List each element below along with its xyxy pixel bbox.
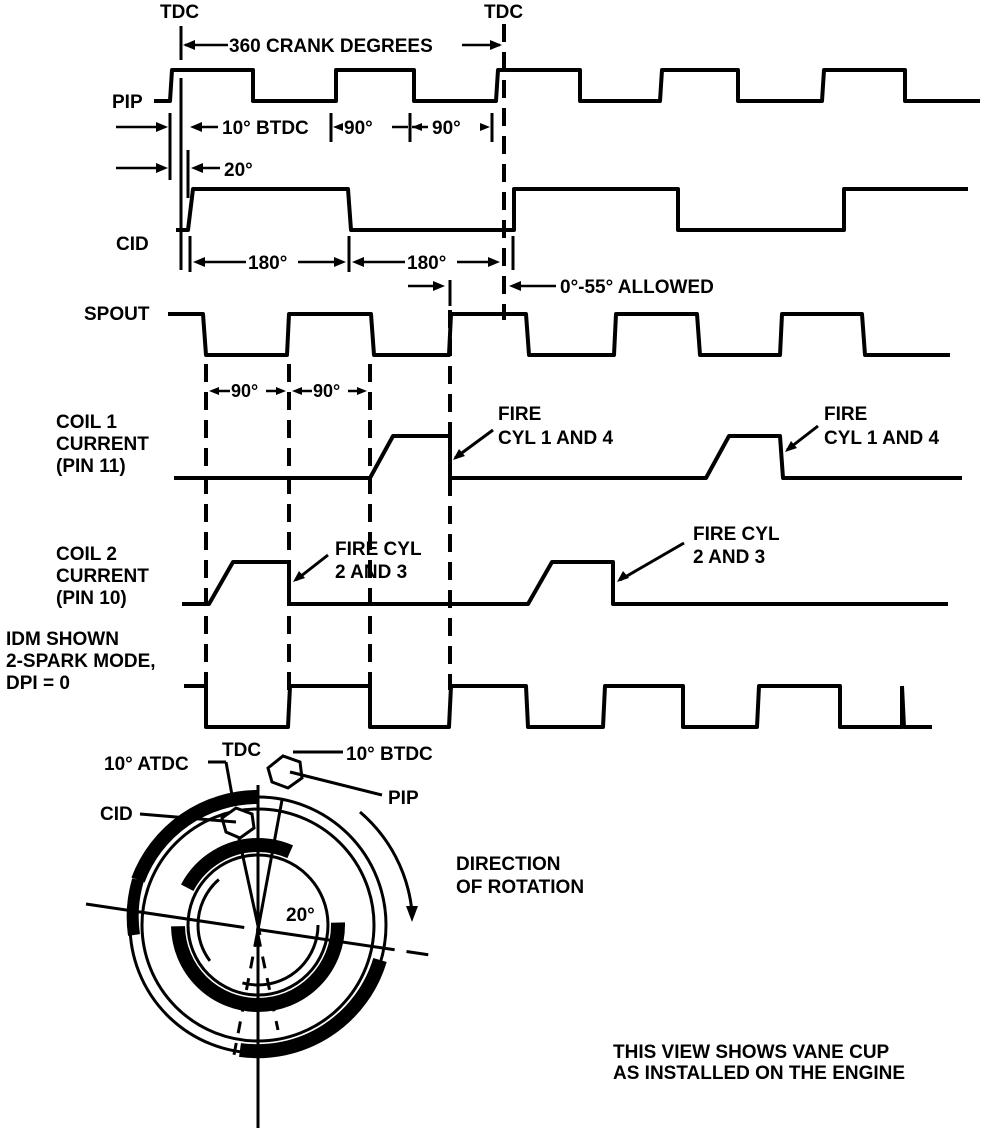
arrow-right-icon	[334, 257, 346, 267]
fire14a-line1: FIRE	[498, 404, 541, 425]
pip-waveform	[154, 68, 980, 103]
arrow-right-icon	[433, 281, 445, 291]
arrow-right-icon	[276, 387, 286, 395]
arrow-left-icon	[193, 257, 205, 267]
cid-label: CID	[116, 234, 149, 255]
spout-waveform	[168, 312, 950, 357]
vane-btdc-label: 10° BTDC	[346, 744, 433, 765]
pip-leader	[289, 770, 383, 797]
twenty-label: 20°	[224, 160, 253, 181]
fire14b-line1: FIRE	[824, 404, 867, 425]
arrow-left-icon	[509, 281, 521, 291]
rotation-arc	[359, 810, 414, 913]
fire23a-line2: 2 AND 3	[335, 562, 407, 583]
one-eighty-b-label: 180°	[407, 253, 446, 274]
vane-pip-label: PIP	[388, 788, 419, 809]
arrow-icon	[453, 449, 465, 460]
arrow-left-icon	[209, 387, 219, 395]
arrow-left-icon	[333, 123, 343, 131]
fire23b-leader	[619, 541, 685, 582]
idm-label-line2: 2-SPARK MODE,	[6, 651, 156, 672]
btdc-dashed-line	[256, 934, 280, 1031]
ninety-b-label: 90°	[432, 118, 461, 139]
tdc-label-right: TDC	[484, 2, 523, 23]
outer-vane-arc-1	[131, 789, 259, 883]
coil2-label-line3: (PIN 10)	[56, 588, 127, 609]
coil1-label-line3: (PIN 11)	[56, 456, 126, 477]
arrow-right-icon	[156, 122, 168, 132]
vane-cup-view	[85, 754, 431, 1128]
idm-waveform	[184, 684, 932, 729]
arrow-icon	[293, 571, 305, 582]
arrow-left-icon	[352, 257, 364, 267]
vane-tdc-label: TDC	[222, 740, 261, 761]
spout-ninety-a-label: 90°	[231, 381, 258, 401]
atdc-leader-v	[224, 761, 234, 796]
direction-line2: OF ROTATION	[456, 877, 584, 898]
coil2-label-line2: CURRENT	[56, 566, 149, 587]
idm-label-line1: IDM SHOWN	[6, 629, 119, 650]
arrow-right-icon	[480, 123, 490, 131]
note-line2: AS INSTALLED ON THE ENGINE	[613, 1063, 905, 1084]
fire23b-line2: 2 AND 3	[693, 547, 765, 568]
btdc-line	[255, 799, 284, 936]
cid-leader	[139, 812, 237, 824]
arrow-icon	[617, 571, 629, 582]
coil1-label-line2: CURRENT	[56, 434, 149, 455]
cid-sensor-icon	[220, 806, 256, 840]
idm-label-line3: DPI = 0	[6, 673, 70, 694]
one-eighty-a-label: 180°	[248, 253, 287, 274]
spout-label: SPOUT	[84, 304, 150, 325]
fire14b-line2: CYL 1 AND 4	[824, 428, 940, 449]
arrow-right-icon	[488, 257, 500, 267]
arrow-left-icon	[183, 40, 195, 50]
arrow-right-icon	[357, 387, 367, 395]
arrow-left-icon	[412, 123, 422, 131]
outer-vane-arc-2	[126, 878, 144, 936]
coil1-label-line1: COIL 1	[56, 412, 117, 433]
atdc-label: 10° ATDC	[104, 754, 189, 775]
btdc-label: 10° BTDC	[222, 118, 309, 139]
coil2-waveform	[182, 560, 948, 606]
ninety-a-label: 90°	[344, 118, 373, 139]
coil2-label-line1: COIL 2	[56, 544, 117, 565]
allowed-label: 0°-55° ALLOWED	[560, 277, 714, 298]
coil1-waveform	[174, 434, 962, 480]
note-line1: THIS VIEW SHOWS VANE CUP	[613, 1042, 890, 1063]
arrow-left-icon	[190, 122, 202, 132]
arrow-left-icon	[292, 387, 302, 395]
arrow-left-icon	[191, 163, 203, 173]
fire23a-line1: FIRE CYL	[335, 539, 422, 560]
fire14a-line2: CYL 1 AND 4	[498, 428, 614, 449]
tdc-label-left: TDC	[160, 2, 199, 23]
direction-line1: DIRECTION	[456, 854, 561, 875]
outer-vane-arc-3	[239, 957, 387, 1059]
spout-ninety-b-label: 90°	[313, 381, 340, 401]
rotation-arrow-icon	[406, 906, 418, 922]
crank-degrees-label: 360 CRANK DEGREES	[229, 36, 433, 57]
fire23b-line1: FIRE CYL	[693, 524, 780, 545]
cid-waveform	[176, 187, 968, 232]
vane-cid-label: CID	[100, 804, 133, 825]
arrow-right-icon	[490, 40, 502, 50]
arrow-icon	[785, 441, 797, 452]
angle-20-label: 20°	[286, 905, 315, 926]
arrow-right-icon	[156, 163, 168, 173]
pip-label: PIP	[112, 92, 143, 113]
pip-sensor-icon	[266, 754, 304, 790]
